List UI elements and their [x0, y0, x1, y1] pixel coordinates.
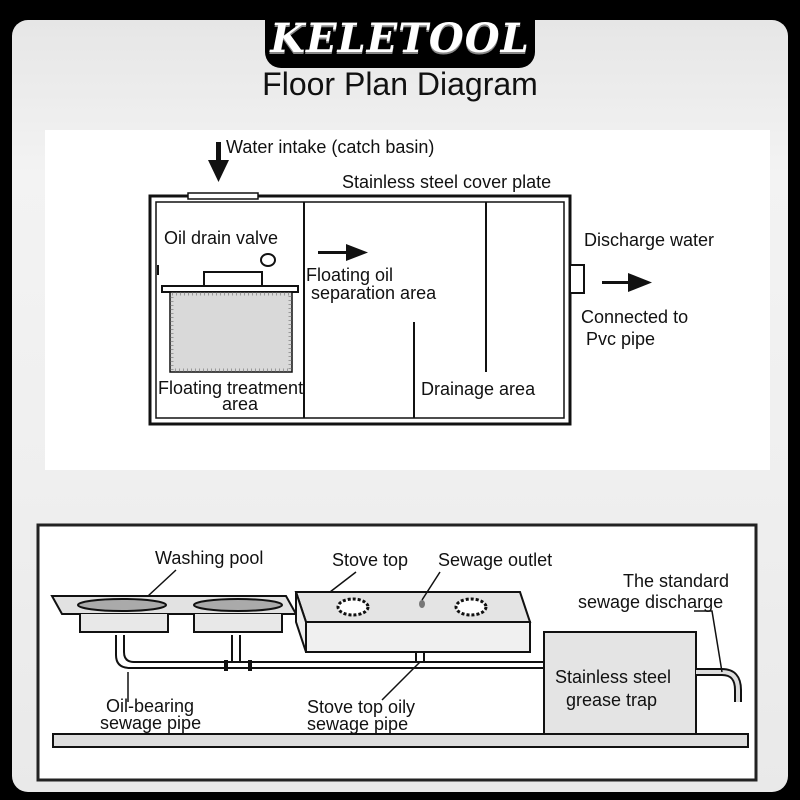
brand-logo: KELETOOL: [265, 8, 535, 68]
grease-trap: [543, 631, 742, 735]
stove-top-label: Stove top: [332, 550, 408, 570]
floor-slab: [52, 733, 749, 748]
tank: [148, 192, 585, 426]
oil-drain-valve-label: Oil drain valve: [164, 228, 278, 248]
brand-name: KELETOOL: [270, 14, 530, 62]
water-intake-arrow-icon: [208, 142, 229, 182]
oil-bearing-pipe-label-line1: Oil-bearing: [106, 696, 194, 716]
oil-drain-valve-icon: [260, 253, 276, 267]
floating-treatment-label-line1: Floating treatment: [158, 378, 303, 398]
discharge-arrow-icon: [602, 273, 652, 292]
installation-diagram: Washing pool Stove top Sewage outlet The…: [36, 523, 758, 782]
cover-plate-label: Stainless steel cover plate: [342, 172, 551, 192]
sewage-outlet-icon: [419, 600, 425, 608]
stove-pipe-label-line1: Stove top oily: [307, 697, 415, 717]
connected-label-line2: Pvc pipe: [586, 329, 655, 349]
drainage-area-label: Drainage area: [421, 379, 536, 399]
floating-oil-label-line1: Floating oil: [306, 265, 393, 285]
standard-discharge-label-line2: sewage discharge: [578, 592, 723, 612]
floating-treatment-label-line2: area: [222, 394, 259, 414]
oil-bearing-pipe-label-line2: sewage pipe: [100, 713, 201, 733]
leader-lines: [127, 569, 723, 702]
floor-plan-diagram: Water intake (catch basin) Stainless ste…: [45, 130, 770, 470]
discharge-water-label: Discharge water: [584, 230, 714, 250]
floating-oil-label-line2: separation area: [311, 283, 437, 303]
page-title: Floor Plan Diagram: [262, 66, 538, 102]
grease-trap-label-line2: grease trap: [566, 690, 657, 710]
sewage-pipe: [115, 635, 545, 671]
washing-pool-label: Washing pool: [155, 548, 263, 568]
stove-pipe-label-line2: sewage pipe: [307, 714, 408, 734]
connected-label-line1: Connected to: [581, 307, 688, 327]
flow-arrow-icon: [318, 244, 368, 261]
washing-pool: [50, 595, 298, 633]
floor-plan-background: [45, 130, 770, 470]
standard-discharge-label-line1: The standard: [623, 571, 729, 591]
grease-trap-label-line1: Stainless steel: [555, 667, 671, 687]
sewage-outlet-label: Sewage outlet: [438, 550, 552, 570]
filter-basket: [161, 271, 299, 373]
water-intake-label: Water intake (catch basin): [226, 137, 434, 157]
stove-top: [294, 591, 532, 653]
